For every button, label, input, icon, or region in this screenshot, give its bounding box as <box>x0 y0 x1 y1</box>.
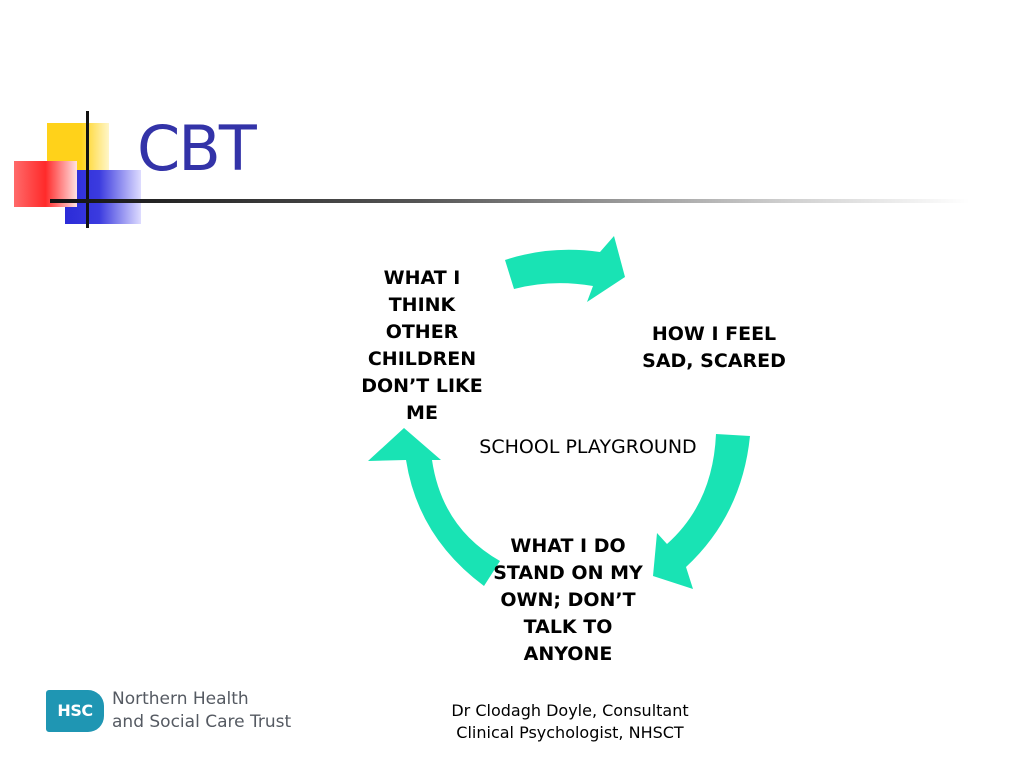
arrow-do-to-think <box>368 428 500 586</box>
node-what-i-think: WHAT I THINK OTHER CHILDREN DON’T LIKE M… <box>361 267 483 424</box>
slide-title: CBT <box>137 112 257 185</box>
decor-vertical-line <box>86 111 89 228</box>
node-how-i-feel: HOW I FEEL SAD, SCARED <box>642 323 786 372</box>
arrow-feel-to-do <box>653 434 750 589</box>
footer-credit: Dr Clodagh Doyle, Consultant Clinical Ps… <box>420 700 720 744</box>
footer-line-2: Clinical Psychologist, NHSCT <box>456 723 684 742</box>
footer-line-1: Dr Clodagh Doyle, Consultant <box>451 701 689 720</box>
arrow-think-to-feel <box>505 236 625 302</box>
node-what-i-do: WHAT I DO STAND ON MY OWN; DON’T TALK TO… <box>493 535 643 665</box>
hsc-logo-badge: HSC <box>46 690 104 732</box>
decor-blue-square <box>65 170 141 224</box>
logo-line-2: and Social Care Trust <box>112 712 292 732</box>
title-underline <box>50 199 970 203</box>
logo-line-1: Northern Health <box>112 689 249 709</box>
hsc-logo-text: Northern Health and Social Care Trust <box>112 688 312 734</box>
center-label: SCHOOL PLAYGROUND <box>479 436 697 458</box>
